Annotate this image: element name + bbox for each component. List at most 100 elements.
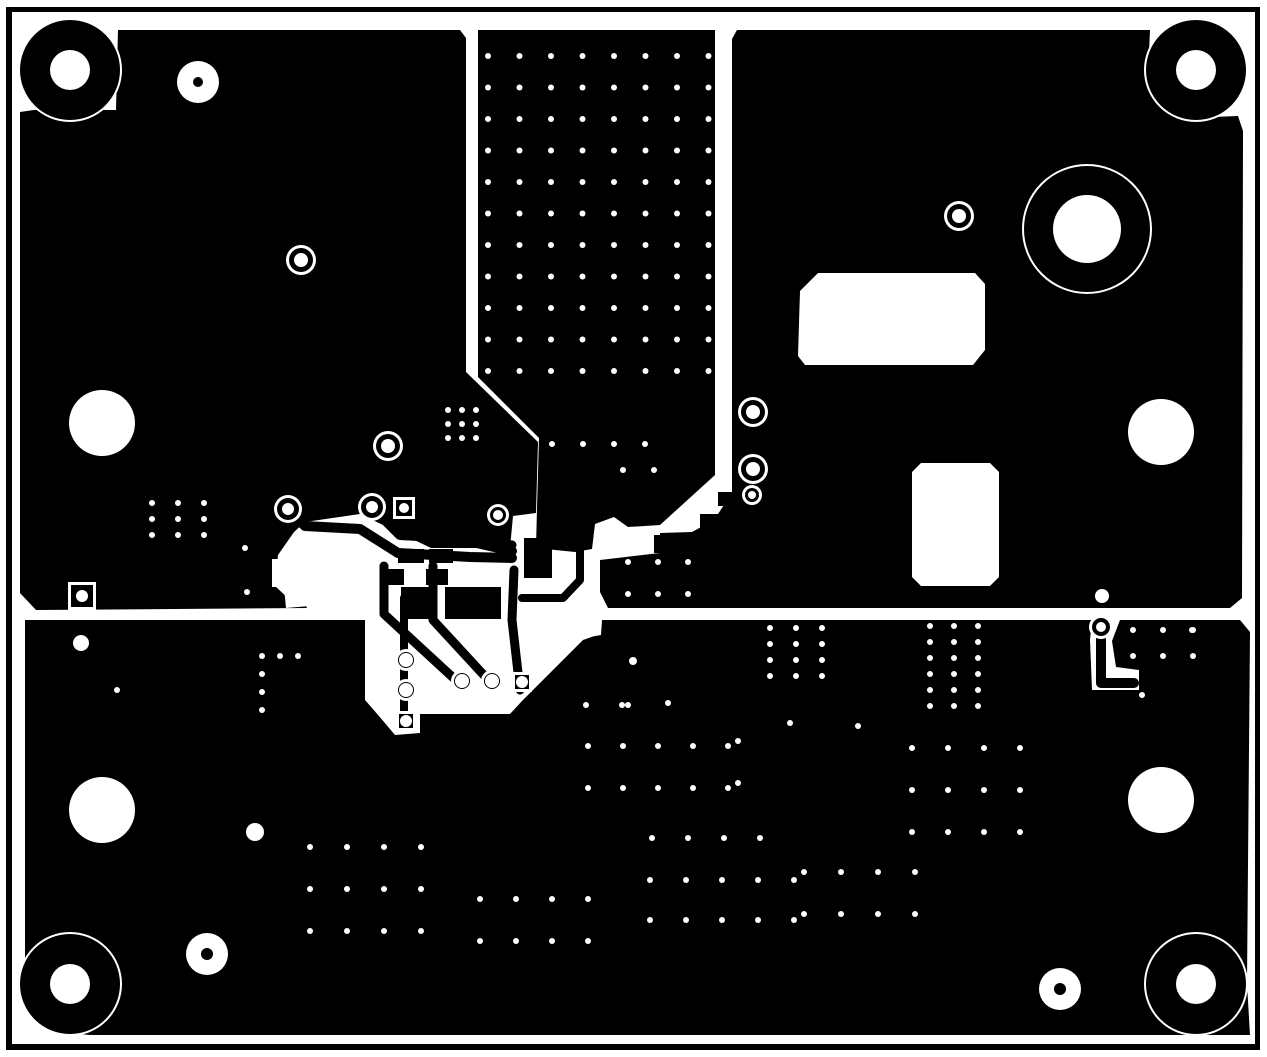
large-hole-right-lower: [1128, 767, 1194, 833]
via: [459, 421, 465, 427]
via: [485, 368, 491, 374]
via: [767, 641, 773, 647]
via: [909, 829, 915, 835]
via: [685, 835, 691, 841]
via: [642, 305, 649, 311]
via: [516, 147, 523, 154]
via: [548, 116, 554, 122]
via: [1139, 692, 1145, 698]
via: [642, 84, 649, 91]
via: [791, 877, 797, 883]
via: [655, 591, 661, 597]
via: [585, 785, 591, 791]
via: [801, 869, 807, 875]
via: [909, 787, 915, 793]
via: [819, 641, 825, 647]
via: [965, 285, 971, 291]
via: [951, 639, 957, 645]
via: [485, 116, 491, 122]
via: [611, 273, 617, 280]
via: [719, 877, 725, 883]
via: [674, 242, 680, 248]
via: [585, 938, 591, 944]
via: [767, 625, 773, 631]
via: [445, 407, 451, 413]
connector-pin: [451, 670, 473, 692]
via: [945, 829, 951, 835]
via: [485, 273, 491, 280]
via: [477, 938, 483, 944]
via: [549, 896, 555, 902]
via: [647, 917, 653, 923]
via: [927, 687, 933, 693]
via: [516, 179, 523, 185]
mounting-hole-bottom-left: [18, 932, 122, 1036]
via: [516, 116, 523, 122]
copper-pour-bottom: [25, 620, 1250, 1035]
via: [418, 928, 424, 934]
plated-hole-bottom-right: [1039, 968, 1081, 1010]
via: [927, 623, 933, 629]
via: [791, 917, 797, 923]
trace-9: [1096, 622, 1139, 688]
connector-pin: [395, 679, 417, 701]
via: [674, 210, 680, 217]
via: [642, 147, 649, 154]
via: [819, 625, 825, 631]
via: [755, 877, 761, 883]
test-point: [944, 201, 974, 231]
via: [642, 53, 649, 59]
copper-pour-top-left: [20, 30, 538, 610]
via: [516, 336, 523, 343]
via: [838, 911, 844, 917]
via: [201, 500, 207, 506]
connector-pin: [274, 495, 302, 523]
via: [767, 673, 773, 679]
via: [1160, 653, 1166, 659]
via: [819, 673, 825, 679]
via: [674, 116, 680, 122]
via: [647, 877, 653, 883]
connector-pin: [395, 649, 417, 671]
via: [473, 421, 479, 427]
via: [477, 896, 483, 902]
via: [259, 689, 265, 695]
via: [548, 179, 554, 185]
via: [295, 653, 301, 659]
via: [585, 743, 591, 749]
via: [951, 671, 957, 677]
via: [975, 671, 981, 677]
via: [513, 938, 519, 944]
via: [548, 147, 554, 154]
via: [244, 589, 250, 595]
via: [909, 745, 915, 751]
via: [975, 623, 981, 629]
via: [651, 467, 657, 473]
via: [580, 441, 586, 447]
via: [690, 785, 696, 791]
pad-e: [445, 587, 501, 619]
via: [579, 179, 586, 185]
via: [548, 368, 554, 374]
via: [611, 210, 617, 217]
via: [381, 886, 387, 892]
via: [642, 179, 649, 185]
via: [485, 305, 491, 311]
via: [642, 441, 648, 447]
via: [149, 532, 155, 538]
via: [951, 655, 957, 661]
connector-pin-1: [512, 672, 532, 692]
via: [927, 639, 933, 645]
cutout-lower-pad: [912, 463, 999, 586]
via: [705, 210, 712, 217]
via: [929, 517, 935, 523]
via: [485, 53, 491, 59]
large-hole-left-upper: [69, 390, 135, 456]
pad-i: [718, 492, 738, 506]
via: [674, 53, 680, 59]
via: [674, 305, 680, 311]
via: [548, 273, 554, 280]
via: [721, 835, 727, 841]
via: [473, 435, 479, 441]
via: [981, 829, 987, 835]
